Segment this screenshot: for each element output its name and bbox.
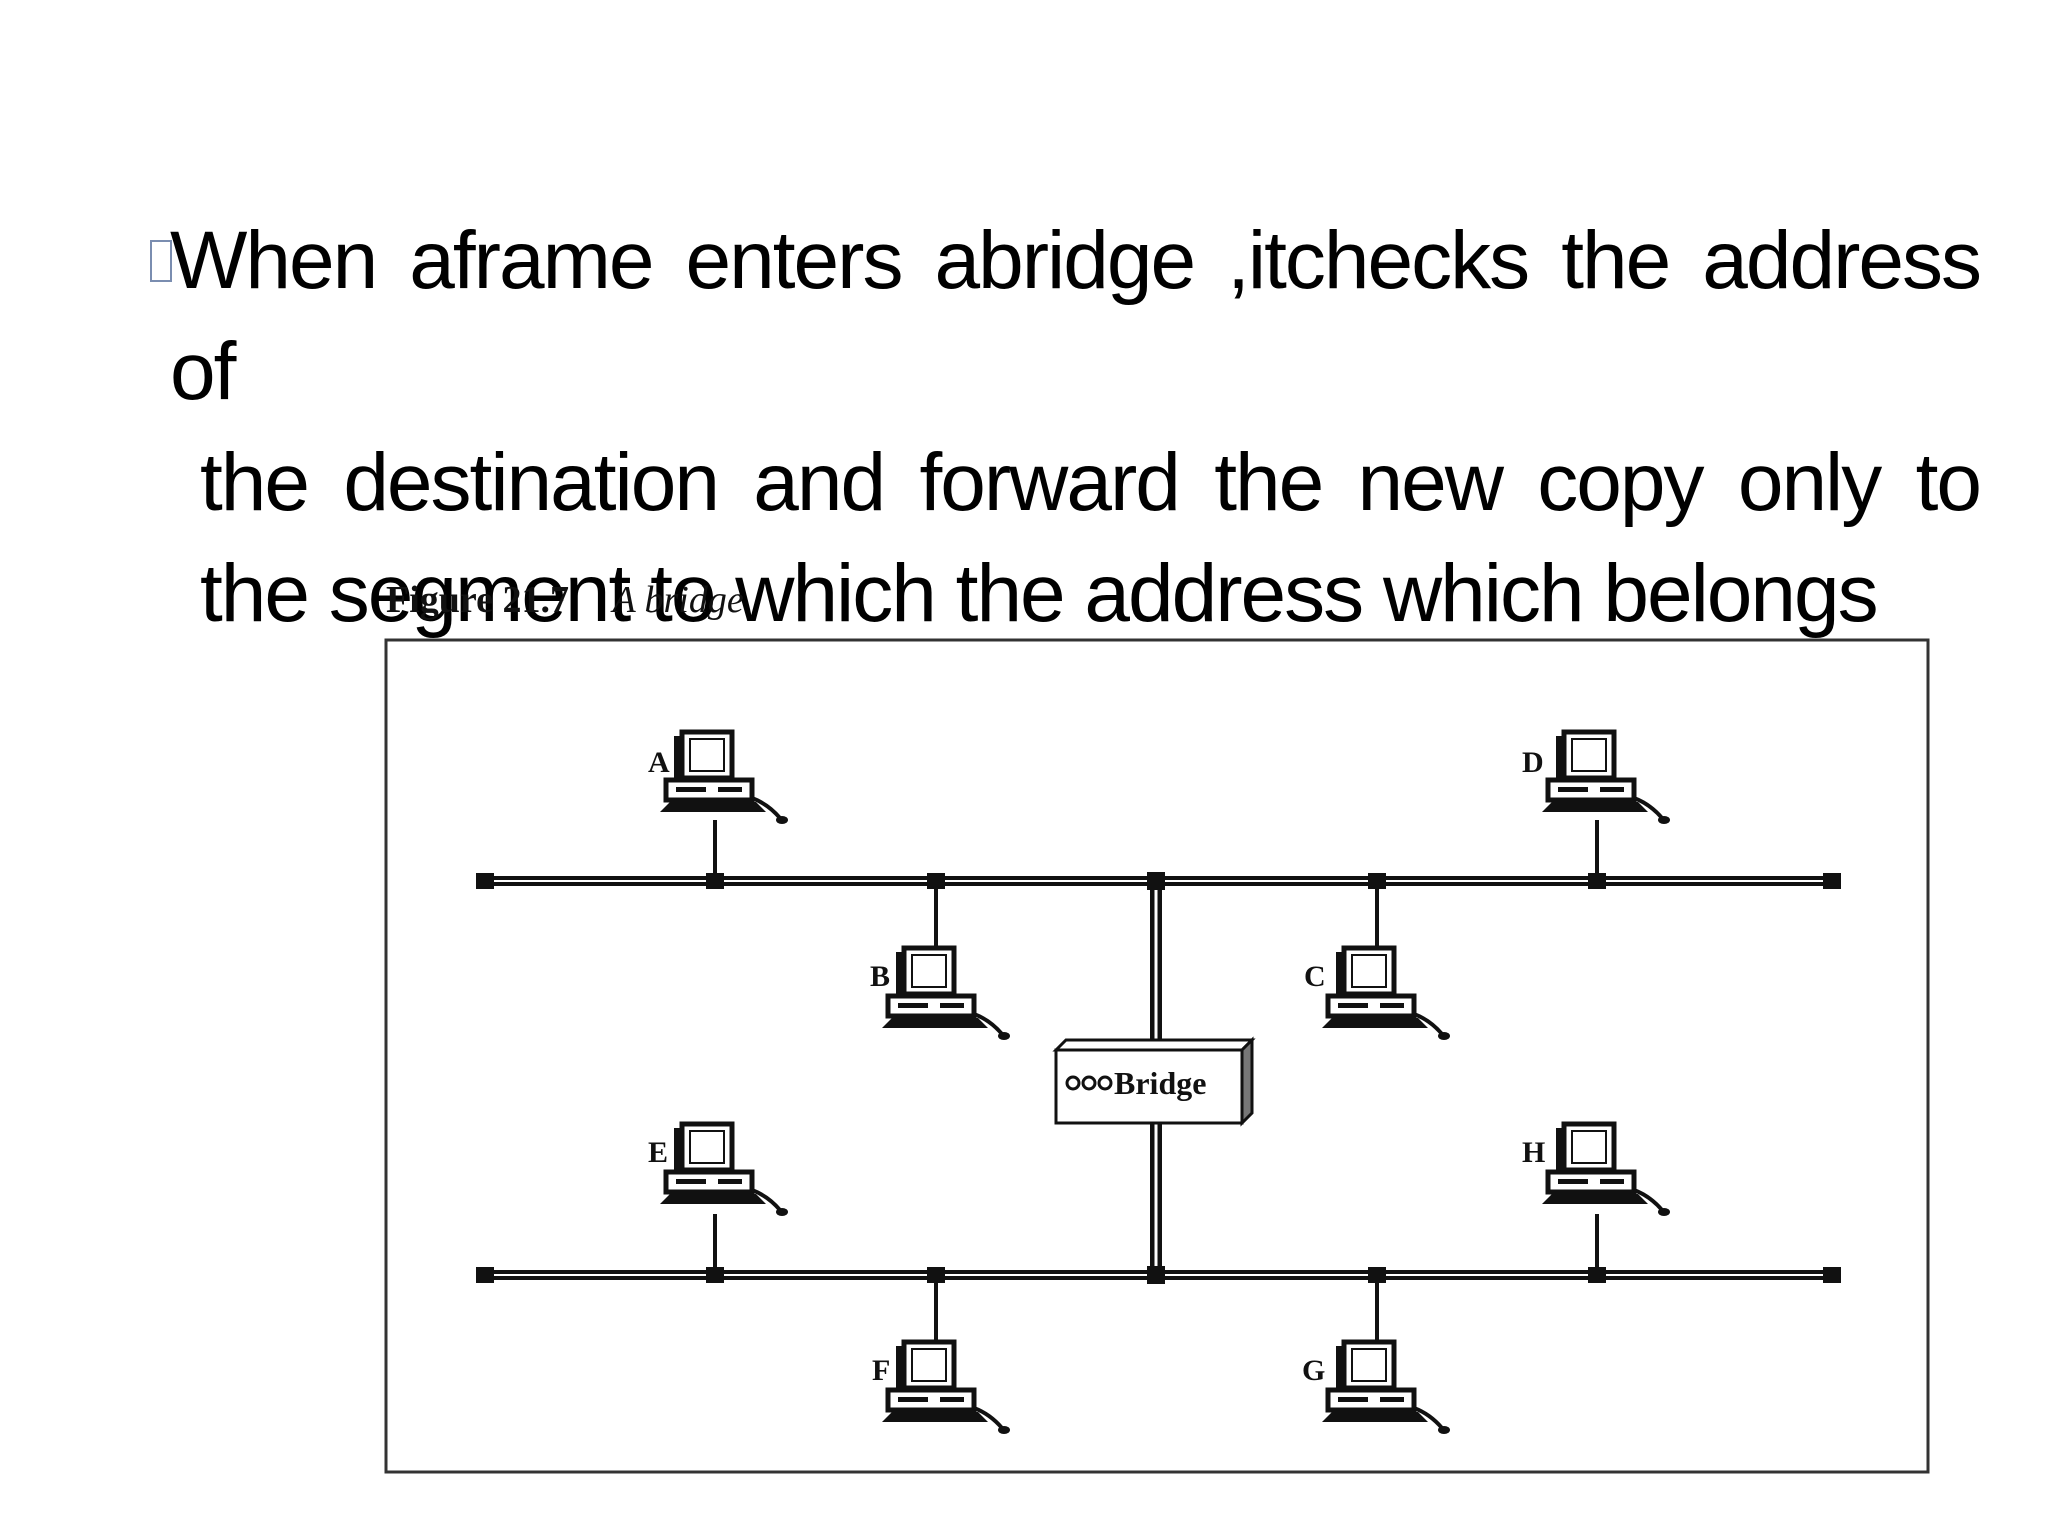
- station-c: C: [1304, 873, 1450, 1040]
- computer-icon: [660, 1124, 788, 1216]
- figure-title: A bridge: [612, 579, 744, 621]
- computer-icon: [1542, 1124, 1670, 1216]
- bullet-line-3: the segment to which the address which b…: [200, 548, 1879, 639]
- station-label-g: G: [1302, 1354, 1325, 1387]
- station-label-h: H: [1522, 1136, 1545, 1169]
- computer-icon: [882, 1342, 1010, 1434]
- station-g: G: [1302, 1267, 1450, 1434]
- computer-icon: [1542, 732, 1670, 824]
- station-b: B: [870, 873, 1010, 1040]
- station-label-c: C: [1304, 960, 1326, 993]
- station-a: A: [648, 732, 788, 889]
- station-e: E: [648, 1124, 788, 1283]
- computer-icon: [882, 948, 1010, 1040]
- computer-icon: [1322, 1342, 1450, 1434]
- station-label-d: D: [1522, 746, 1544, 779]
- computer-icon: [660, 732, 788, 824]
- figure-frame: [384, 638, 1930, 1474]
- bridge-label: Bridge: [1114, 1065, 1206, 1101]
- bridge-device-icon: Bridge: [1052, 1036, 1256, 1127]
- figure-number: Figure 21.7: [386, 579, 569, 621]
- station-label-f: F: [872, 1354, 890, 1387]
- station-f: F: [872, 1267, 1010, 1434]
- bullet-point: When aframe enters abridge ,itchecks the…: [150, 205, 1982, 649]
- bullet-line-1: When aframe enters abridge ,itchecks the…: [170, 215, 1982, 417]
- figure-caption: Figure 21.7 A bridge: [386, 578, 744, 622]
- square-bullet-icon: [150, 240, 172, 282]
- station-h: H: [1522, 1124, 1670, 1283]
- station-d: D: [1522, 732, 1670, 889]
- station-label-a: A: [648, 746, 670, 779]
- bullet-text: When aframe enters abridge ,itchecks the…: [170, 205, 1982, 649]
- station-label-b: B: [870, 960, 890, 993]
- bullet-line-2: the destination and forward the new copy…: [200, 437, 1982, 528]
- computer-icon: [1322, 948, 1450, 1040]
- station-label-e: E: [648, 1136, 668, 1169]
